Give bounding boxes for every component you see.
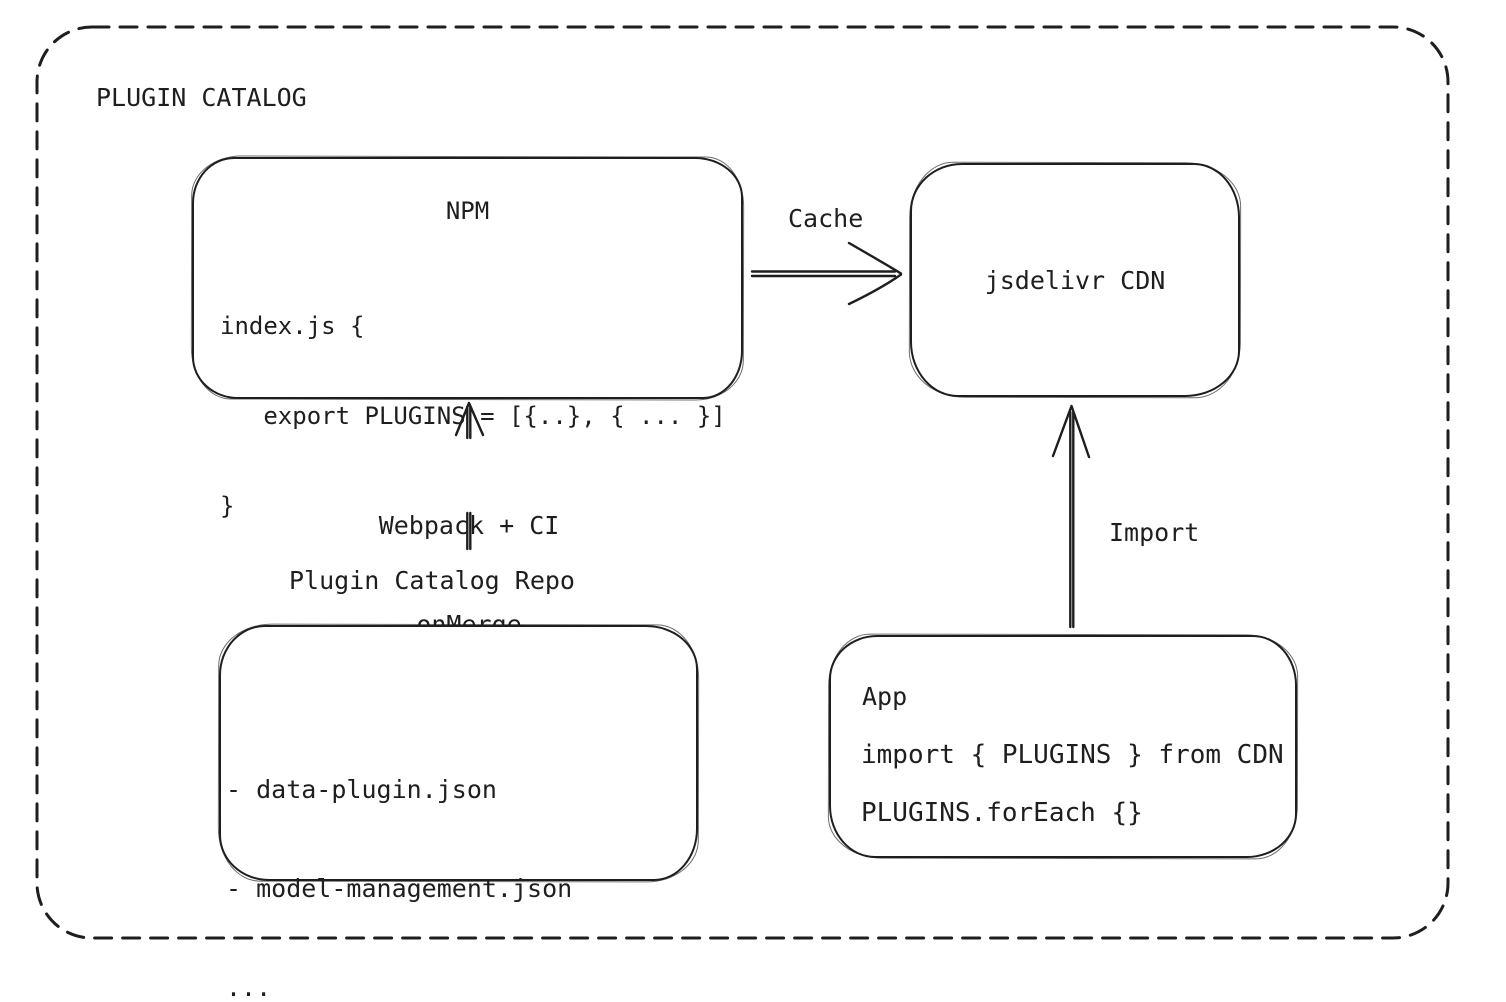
repo-file-item: - data-plugin.json	[226, 775, 497, 804]
npm-code-block: index.js { export PLUGINS = [{..}, { ...…	[220, 251, 726, 581]
app-node-title: App	[862, 682, 908, 711]
build-arrow	[454, 401, 485, 551]
npm-node: NPM index.js { export PLUGINS = [{..}, {…	[192, 157, 743, 520]
cache-arrow	[750, 241, 903, 306]
npm-code-line: index.js {	[220, 312, 365, 340]
npm-code-line: export PLUGINS = [{..}, { ... }]	[220, 402, 726, 430]
cdn-node: jsdelivr CDN	[910, 163, 1240, 397]
build-arrow-label-line1: Webpack + CI	[378, 511, 560, 540]
cache-arrow-label: Cache	[788, 204, 864, 233]
app-node: App import { PLUGINS } from CDN PLUGINS.…	[829, 635, 1297, 858]
repo-file-item: ...	[226, 973, 272, 1002]
repo-node: - data-plugin.json - model-management.js…	[219, 625, 698, 1002]
repo-file-item: - model-management.json	[226, 874, 573, 903]
repo-node-label: Plugin Catalog Repo	[289, 566, 575, 595]
npm-node-title: NPM	[445, 197, 490, 225]
import-arrow	[1051, 404, 1091, 629]
diagram-title: PLUGIN CATALOG	[96, 83, 307, 112]
npm-code-line: }	[220, 492, 235, 520]
app-code-line: PLUGINS.forEach {}	[861, 798, 1143, 828]
app-code-line: import { PLUGINS } from CDN	[861, 740, 1284, 770]
cdn-node-title: jsdelivr CDN	[984, 265, 1166, 295]
plugin-catalog-frame	[35, 25, 1450, 940]
import-arrow-label: Import	[1109, 518, 1200, 547]
repo-file-list: - data-plugin.json - model-management.js…	[226, 707, 572, 1002]
